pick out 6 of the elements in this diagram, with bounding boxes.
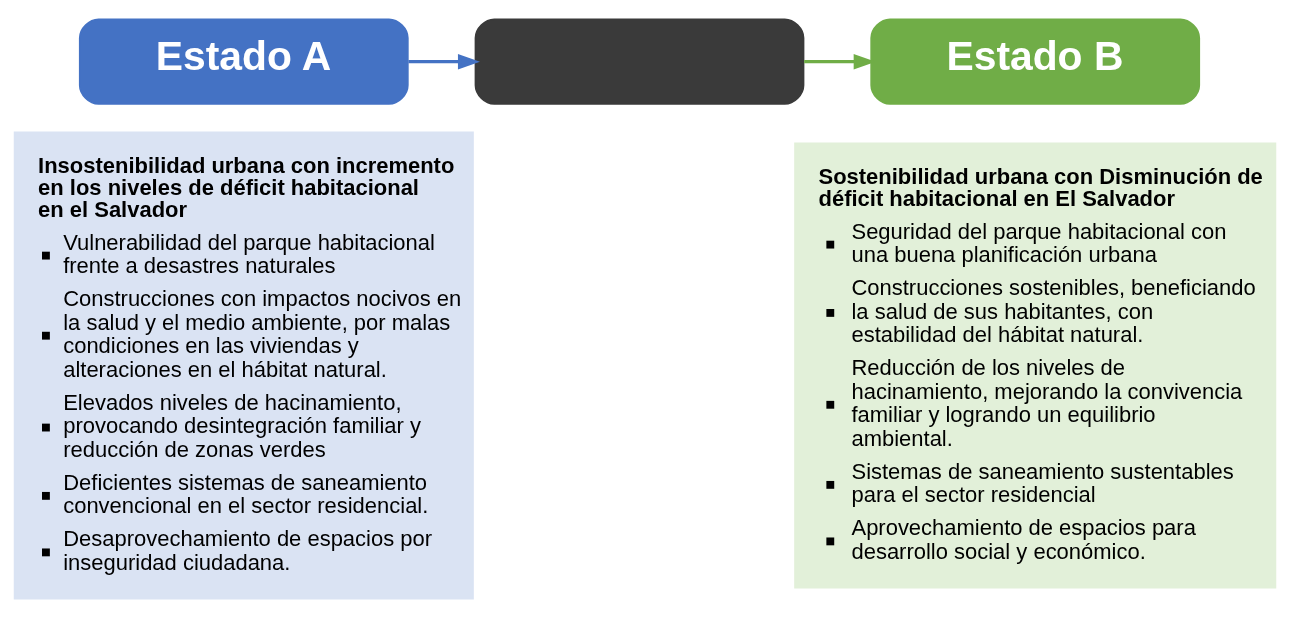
node-box bbox=[474, 18, 805, 105]
node-box: Estado A bbox=[78, 18, 409, 105]
node-box: Insostenibilidad urbana con incremento en los niveles de déficit habitacional en el Salvador Vulnerabilidad del parque habitacional frente a desastres naturales Construcciones con impactos nocivos en la salud y el medio ambiente, por malas condiciones en las viviendas y alteraciones en el hábitat natural. Elevados niveles de hacinamiento, provocando desintegración familiar y reducción de zonas verdes Deficientes sistemas de saneamiento convencional en el sector residencial. Desaprovechamiento de espacios por inseguridad ciudadana. bbox=[13, 131, 474, 599]
node-box: Sostenibilidad urbana con Disminución de déficit habitacional en El Salvador Seguridad del parque habitacional con una buena planificación urbana Construcciones sostenibles, beneficiando la salud de sus habitantes, con estabilidad del hábitat natural. Reducción de los niveles de hacinamiento, mejorando la convivencia familiar y logrando un equilibrio ambiental. Sistemas de saneamiento sustentables para el sector residencial Aprovechamiento de espacios para desarrollo social y económico. bbox=[794, 142, 1277, 588]
node-box: Estado B bbox=[870, 18, 1201, 105]
arrow bbox=[408, 53, 480, 69]
